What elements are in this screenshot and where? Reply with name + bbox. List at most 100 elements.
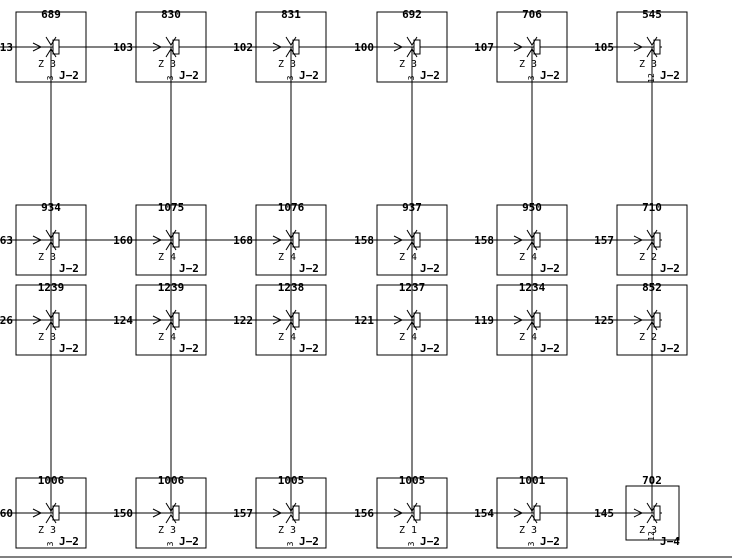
input-arrow-icon: [393, 235, 404, 245]
node-tail-label: 3: [286, 75, 295, 80]
node-z-label: Z 4: [278, 252, 296, 263]
input-arrow-icon: [513, 508, 524, 518]
node-top-value: 1005: [399, 474, 426, 487]
node-top-value: 1234: [519, 281, 546, 294]
node-input-value: 154: [474, 507, 494, 520]
junction-bottom-mark-icon: [406, 48, 418, 58]
node-z-label: Z 4: [158, 332, 176, 343]
node-j-label: J−2: [660, 342, 680, 355]
node-tail-label: 3: [527, 541, 536, 546]
node-j-label: J−2: [59, 342, 79, 355]
node-frame: [135, 284, 207, 356]
component-element: [653, 312, 661, 328]
node-z-label: Z 4: [519, 332, 537, 343]
node-top-value: 1075: [158, 201, 185, 214]
node-box: 1006160Z 3J−23: [0, 474, 87, 549]
node-input-value: 145: [594, 507, 614, 520]
component-element: [172, 505, 180, 521]
component-element: [653, 232, 661, 248]
input-arrow-icon: [272, 235, 283, 245]
input-arrow-icon: [272, 508, 283, 518]
node-frame: [15, 11, 87, 83]
node-z-label: Z 4: [399, 332, 417, 343]
junction-top-mark-icon: [285, 36, 297, 46]
node-top-value: 1005: [278, 474, 305, 487]
junction-bottom-mark-icon: [406, 321, 418, 331]
node-j-label: J−2: [540, 262, 560, 275]
node-input-value: 119: [474, 314, 494, 327]
junction-bottom-mark-icon: [45, 514, 57, 524]
node-z-label: Z 3: [399, 59, 417, 70]
junction-bottom-mark-icon: [646, 48, 658, 58]
node-input-value: 160: [113, 234, 133, 247]
node-top-value: 831: [281, 8, 301, 21]
junction-top-mark-icon: [45, 229, 57, 239]
node-top-value: 692: [402, 8, 422, 21]
junction-top-mark-icon: [165, 502, 177, 512]
node-input-value: 168: [233, 234, 253, 247]
node-input-value: 100: [354, 41, 374, 54]
component-element: [292, 39, 300, 55]
input-arrow-icon: [152, 508, 163, 518]
component-element: [52, 505, 60, 521]
node-tail-label: 3: [46, 541, 55, 546]
node-frame: [15, 204, 87, 276]
component-element: [52, 312, 60, 328]
junction-bottom-mark-icon: [646, 514, 658, 524]
component-element: [533, 232, 541, 248]
junction-top-mark-icon: [526, 502, 538, 512]
node-j-label: J−2: [299, 535, 319, 548]
node-input-value: 105: [594, 41, 614, 54]
input-arrow-icon: [633, 315, 644, 325]
node-top-value: 702: [642, 474, 662, 487]
component-element: [413, 232, 421, 248]
node-tail-label: 12: [647, 73, 656, 83]
junction-bottom-mark-icon: [45, 48, 57, 58]
component-element: [172, 232, 180, 248]
junction-top-mark-icon: [285, 229, 297, 239]
node-top-value: 1237: [399, 281, 426, 294]
node-top-value: 1006: [158, 474, 185, 487]
node-top-value: 689: [41, 8, 61, 21]
node-tail-label: 3: [46, 75, 55, 80]
node-top-value: 1239: [158, 281, 185, 294]
node-j-label: J−2: [299, 69, 319, 82]
input-arrow-icon: [152, 235, 163, 245]
node-input-value: 158: [474, 234, 494, 247]
node-tail-label: 3: [527, 75, 536, 80]
component-element: [52, 39, 60, 55]
node-z-label: Z 4: [278, 332, 296, 343]
junction-top-mark-icon: [165, 309, 177, 319]
input-arrow-icon: [32, 235, 43, 245]
node-top-value: 1001: [519, 474, 546, 487]
node-frame: [255, 11, 327, 83]
node-input-value: 163: [0, 234, 13, 247]
node-j-label: J−2: [179, 342, 199, 355]
junction-top-mark-icon: [165, 36, 177, 46]
component-element: [292, 505, 300, 521]
node-tail-label: 3: [407, 541, 416, 546]
junction-bottom-mark-icon: [285, 514, 297, 524]
node-frame: [135, 477, 207, 549]
node-frame: [496, 204, 568, 276]
input-arrow-icon: [393, 315, 404, 325]
junction-bottom-mark-icon: [646, 241, 658, 251]
node-tail-label: 12: [647, 531, 656, 541]
node-j-label: J−2: [59, 69, 79, 82]
node-j-label: J−2: [179, 262, 199, 275]
node-frame: [496, 284, 568, 356]
node-tail-label: 3: [166, 75, 175, 80]
node-z-label: Z 3: [38, 252, 56, 263]
input-arrow-icon: [513, 315, 524, 325]
node-frame: [616, 11, 688, 83]
node-z-label: Z 3: [38, 332, 56, 343]
node-j-label: J−2: [179, 535, 199, 548]
